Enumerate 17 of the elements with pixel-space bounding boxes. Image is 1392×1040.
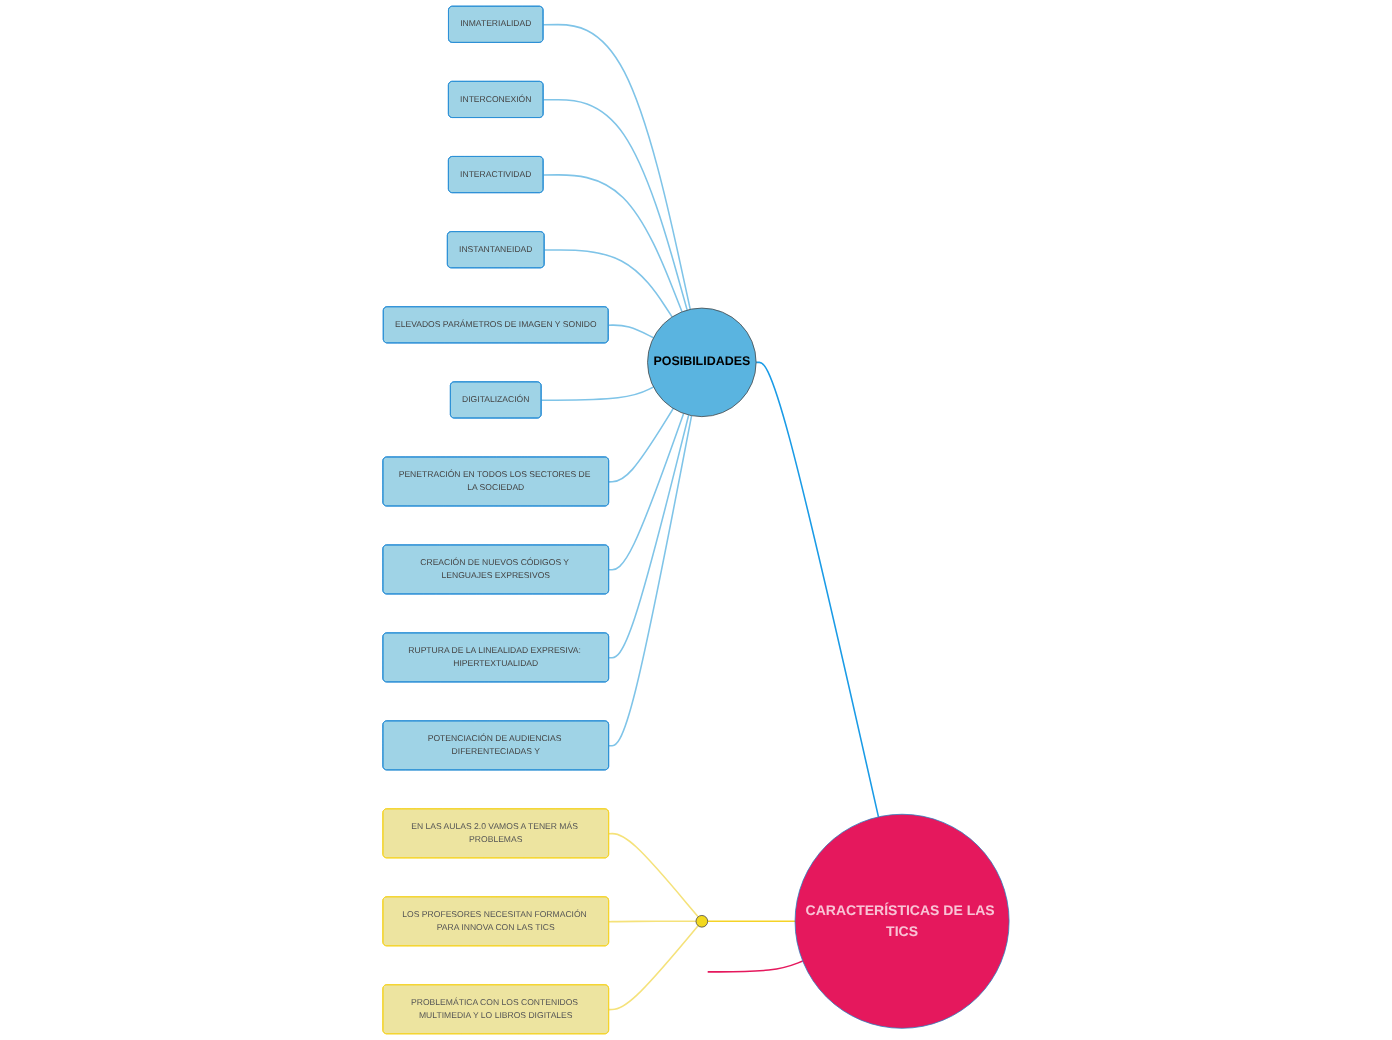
connector: [607, 324, 655, 339]
connector: [543, 249, 673, 318]
connector: [542, 99, 688, 311]
node-circle: [695, 915, 709, 928]
connector: [608, 832, 699, 918]
connector: [540, 386, 655, 402]
connector: [608, 414, 690, 659]
connector: [608, 407, 675, 483]
connector: [706, 960, 804, 973]
connector: [608, 925, 699, 1011]
connector: [542, 23, 692, 311]
connector: [608, 414, 693, 747]
connector: [706, 920, 796, 923]
connector: [542, 174, 683, 313]
connector: [608, 412, 685, 571]
connector: [755, 361, 880, 818]
connector: [608, 920, 697, 923]
